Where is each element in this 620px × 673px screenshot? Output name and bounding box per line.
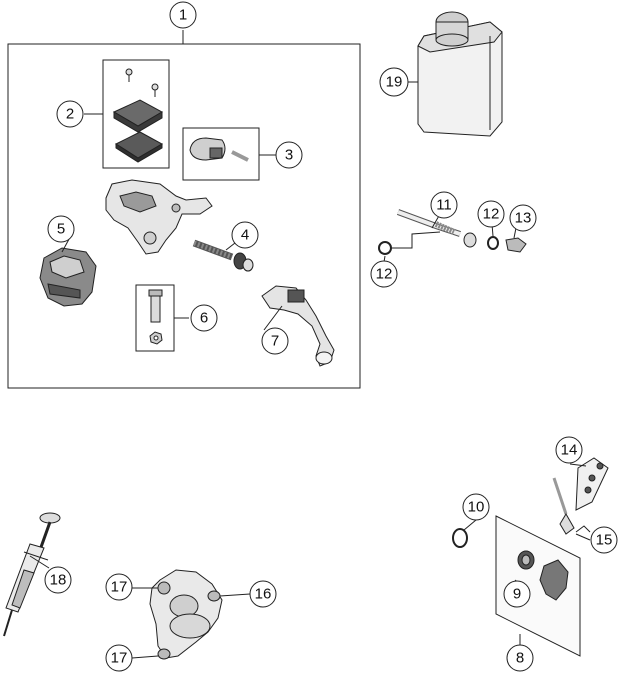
callout-12-lower: 12 bbox=[370, 260, 398, 288]
callout-2: 2 bbox=[56, 100, 84, 128]
callout-6: 6 bbox=[190, 304, 218, 332]
callout-12-upper-label: 12 bbox=[483, 206, 500, 223]
bleed-screw-assembly bbox=[552, 457, 609, 535]
reservoir-cover-part bbox=[112, 68, 164, 163]
callout-11: 11 bbox=[430, 191, 458, 219]
callout-14: 14 bbox=[555, 436, 583, 464]
protective-cover-part bbox=[39, 247, 97, 307]
lever-part bbox=[261, 285, 335, 367]
callout-14-label: 14 bbox=[561, 442, 578, 459]
callout-17-lower-label: 17 bbox=[111, 650, 128, 667]
callout-18-label: 18 bbox=[50, 572, 67, 589]
callout-17-upper-label: 17 bbox=[111, 579, 128, 596]
piston-part bbox=[192, 239, 254, 272]
callout-7-label: 7 bbox=[271, 333, 279, 350]
callouts: 1 2 3 4 5 6 7 19 11 12 13 12 18 17 17 16… bbox=[44, 1, 618, 672]
callout-9: 9 bbox=[503, 580, 531, 608]
callout-17-upper: 17 bbox=[105, 573, 133, 601]
callout-3-label: 3 bbox=[285, 147, 293, 164]
subassembly-frame-3 bbox=[182, 127, 260, 181]
callout-5: 5 bbox=[47, 215, 75, 243]
callout-10-label: 10 bbox=[468, 499, 485, 516]
callout-3: 3 bbox=[275, 141, 303, 169]
callout-16: 16 bbox=[249, 580, 277, 608]
callout-9-label: 9 bbox=[513, 586, 521, 603]
callout-1-label: 1 bbox=[179, 7, 187, 24]
callout-2-label: 2 bbox=[66, 106, 74, 123]
callout-1: 1 bbox=[169, 1, 197, 29]
callout-15: 15 bbox=[590, 526, 618, 554]
master-cylinder-body bbox=[105, 179, 213, 255]
callout-15-label: 15 bbox=[596, 532, 613, 549]
grease-syringe bbox=[3, 512, 61, 637]
hose-fittings-group bbox=[378, 209, 527, 255]
callout-7: 7 bbox=[261, 327, 289, 355]
caliper-housing bbox=[149, 569, 223, 660]
callout-19-label: 19 bbox=[386, 74, 403, 91]
callout-17-lower: 17 bbox=[105, 644, 133, 672]
brake-fluid-bottle bbox=[417, 11, 503, 137]
callout-8: 8 bbox=[506, 644, 534, 672]
callout-18: 18 bbox=[44, 566, 72, 594]
clamp-part bbox=[189, 137, 249, 162]
assembly-frame bbox=[7, 43, 361, 389]
callout-8-label: 8 bbox=[516, 650, 524, 667]
callout-13: 13 bbox=[509, 204, 537, 232]
callout-12-upper: 12 bbox=[477, 200, 505, 228]
callout-11-label: 11 bbox=[436, 197, 452, 214]
assembly-group-1 bbox=[7, 30, 361, 389]
callout-5-label: 5 bbox=[57, 221, 65, 238]
callout-13-label: 13 bbox=[515, 210, 532, 227]
callout-12-lower-label: 12 bbox=[376, 266, 393, 283]
bolt-nut-part bbox=[148, 289, 163, 345]
callout-19: 19 bbox=[379, 67, 409, 97]
callout-16-label: 16 bbox=[255, 586, 272, 603]
callout-4-label: 4 bbox=[241, 227, 249, 244]
callout-6-label: 6 bbox=[200, 310, 208, 327]
caliper-kit-card bbox=[452, 515, 581, 657]
callout-4: 4 bbox=[231, 221, 259, 249]
callout-10: 10 bbox=[462, 493, 490, 521]
